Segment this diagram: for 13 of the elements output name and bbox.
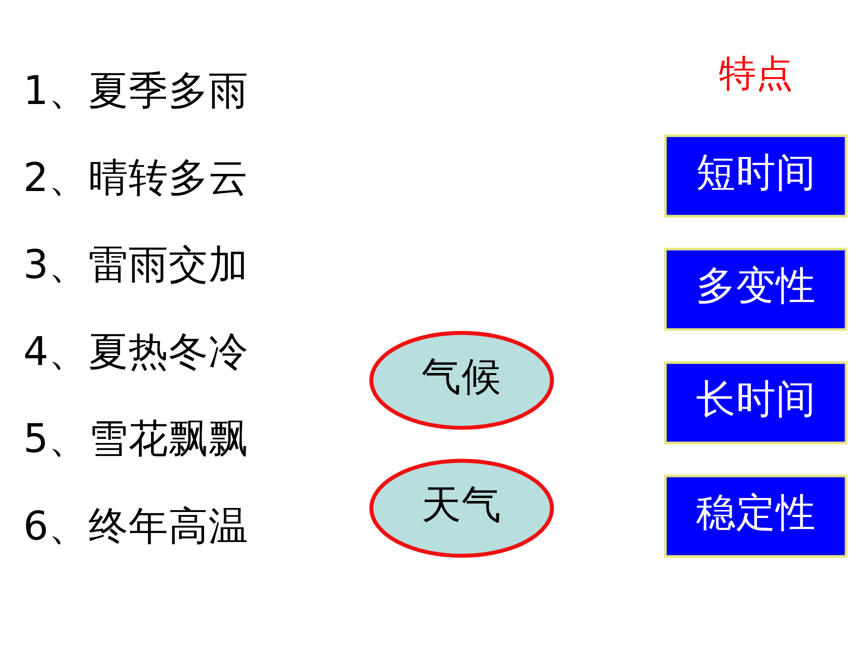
node-ellipse: 天气 bbox=[369, 458, 554, 558]
label: 3、雷雨交加 bbox=[23, 242, 248, 288]
node-box: 短时间 bbox=[664, 134, 848, 218]
label: 5、雪花飘飘 bbox=[23, 416, 248, 462]
label: 特点 bbox=[718, 52, 793, 96]
node-ellipse: 气候 bbox=[369, 330, 554, 430]
label: 2、晴转多云 bbox=[23, 155, 248, 202]
node-box: 稳定性 bbox=[664, 474, 848, 558]
label: 6、终年高温 bbox=[23, 503, 248, 550]
label: 4、夏热冬冷 bbox=[23, 329, 248, 376]
label: 1、夏季多雨 bbox=[23, 68, 248, 114]
node-box: 长时间 bbox=[664, 361, 848, 444]
node-box: 多变性 bbox=[664, 248, 848, 331]
